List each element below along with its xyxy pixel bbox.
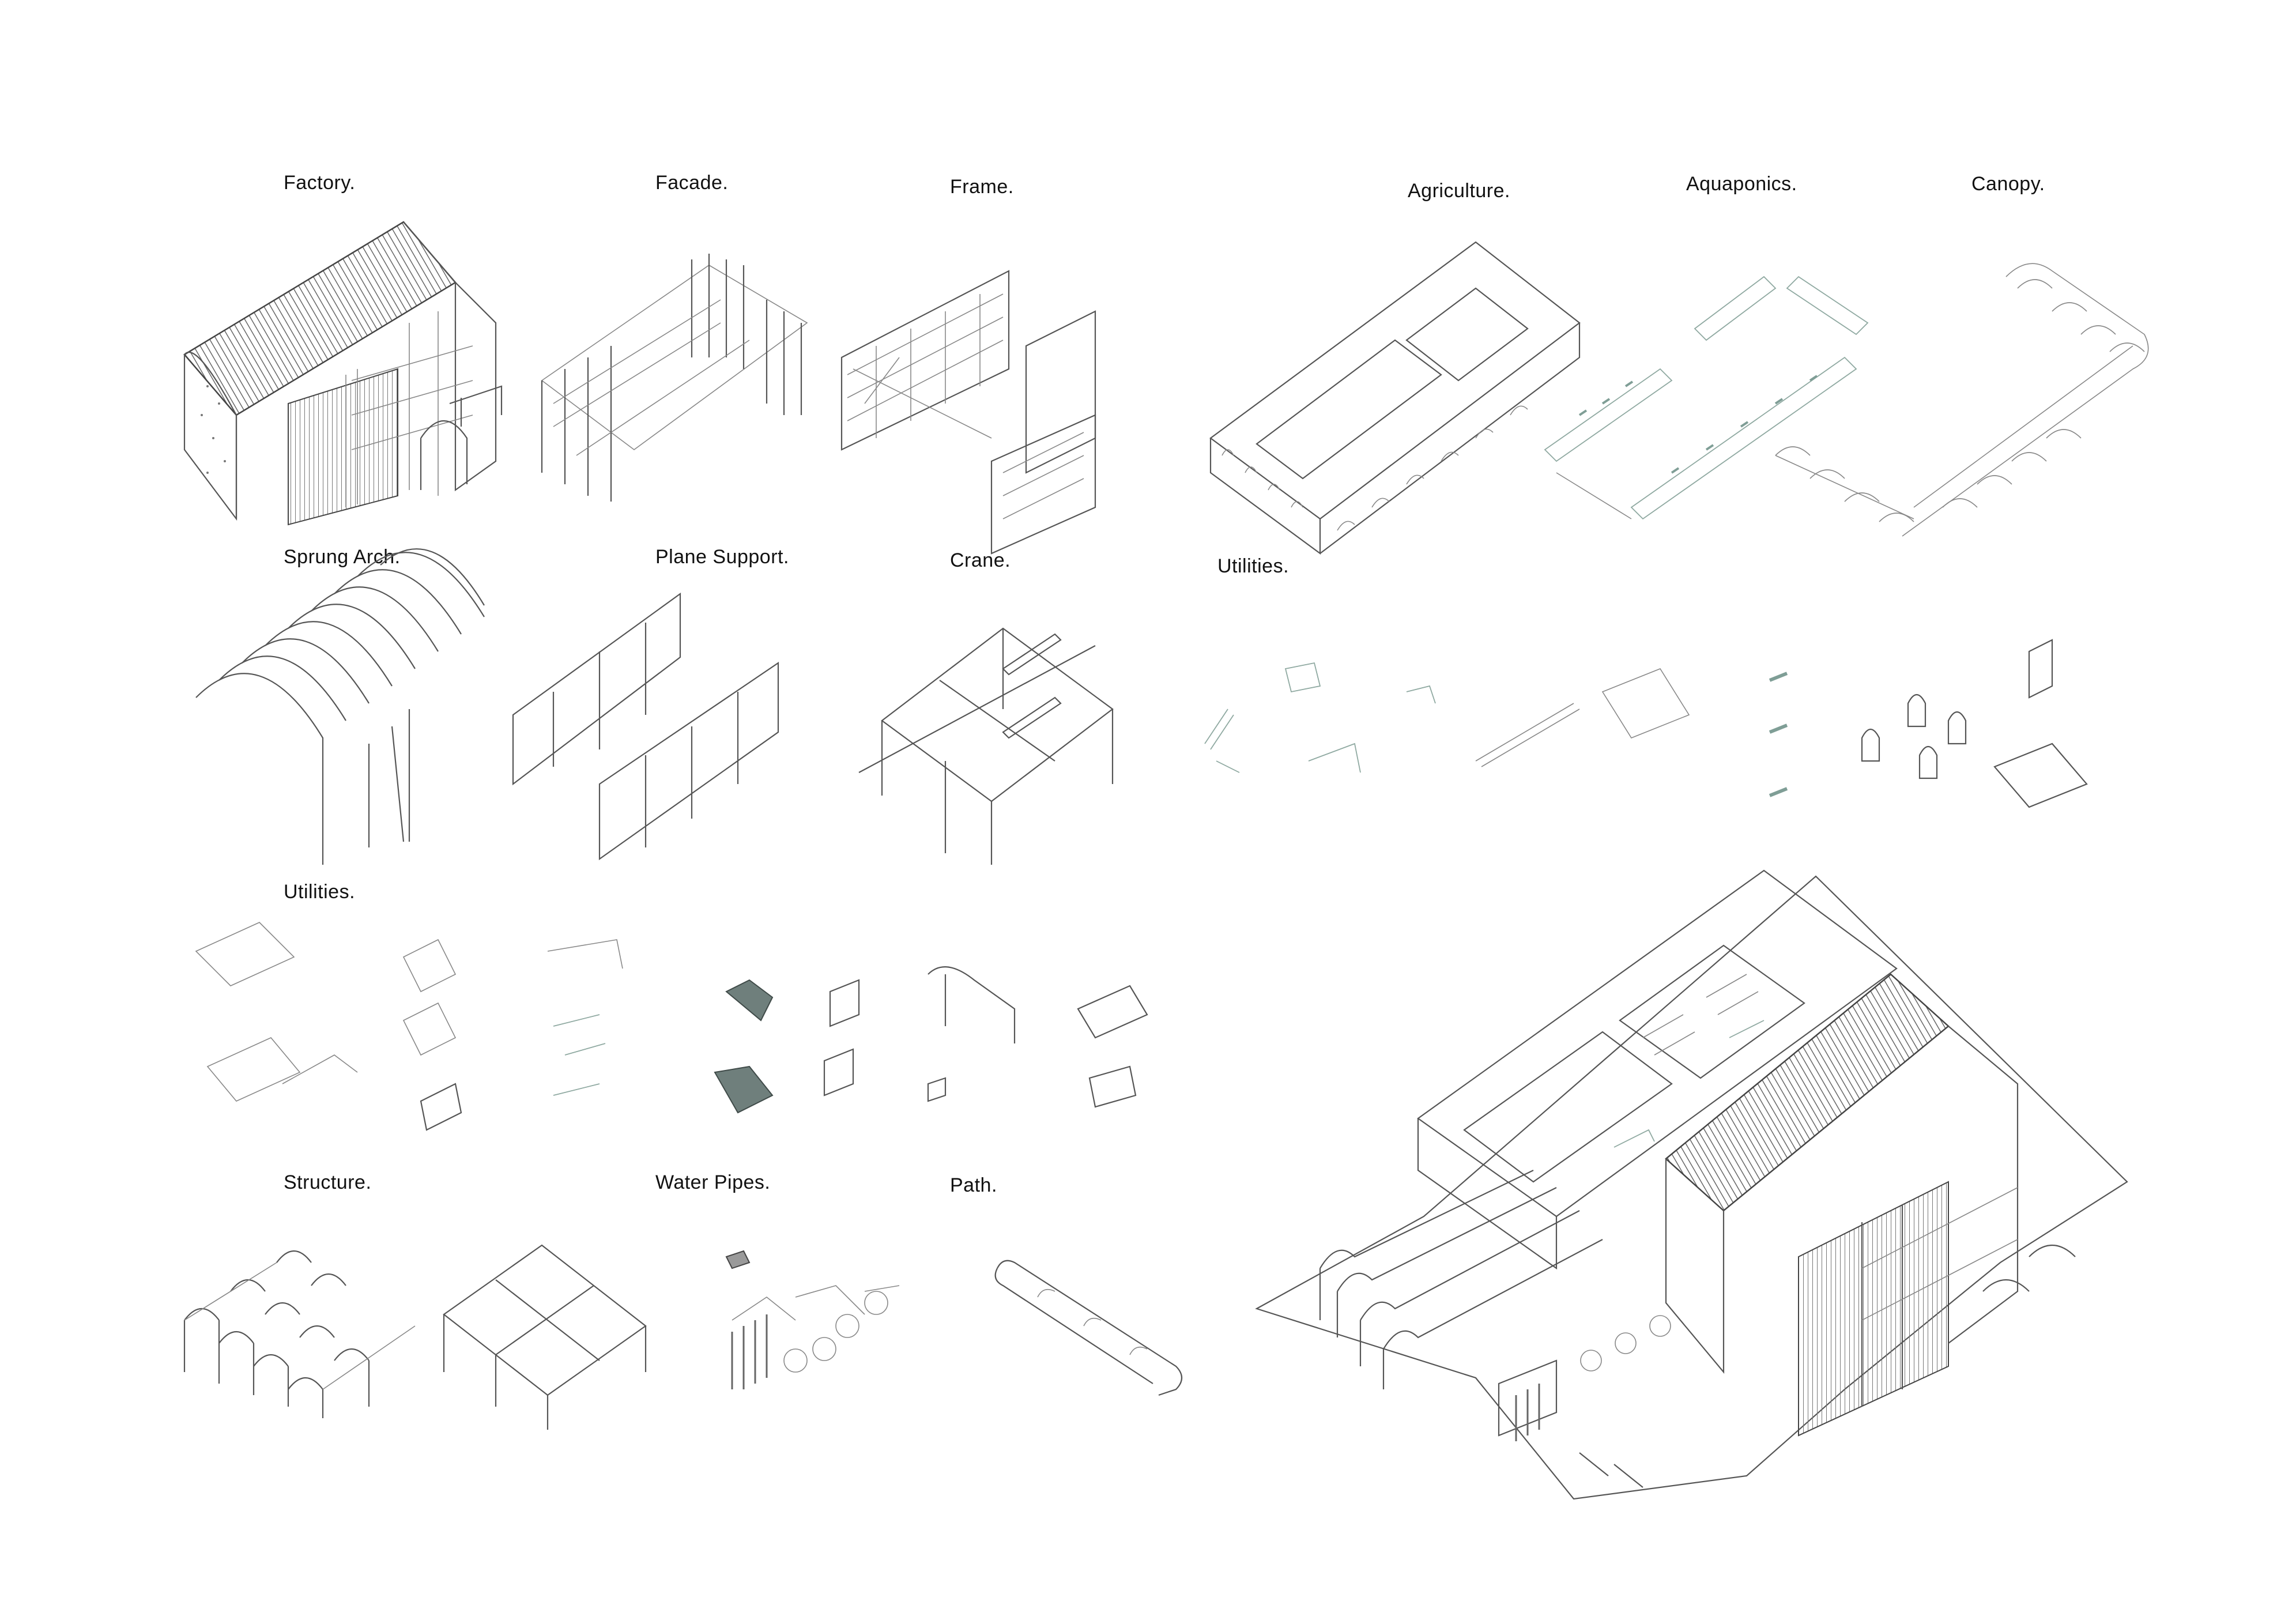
structure-drawing (183, 1244, 647, 1430)
aquaponics-drawing (1544, 276, 1869, 520)
label-crane: Crane. (950, 549, 1011, 571)
label-path: Path. (950, 1174, 997, 1196)
plane-support-drawing (512, 592, 779, 861)
crane-drawing (858, 627, 1114, 865)
factory-drawing (183, 221, 503, 526)
label-structure: Structure. (284, 1171, 372, 1193)
label-utilities-top: Utilities. (1217, 555, 1290, 577)
canopy-drawing (1775, 263, 2149, 537)
agriculture-drawing (1209, 241, 1581, 555)
path-drawing (994, 1260, 1183, 1396)
label-utilities-bottom: Utilities. (284, 881, 356, 903)
label-agriculture: Agriculture. (1408, 180, 1510, 202)
utilities-top-drawing (1204, 639, 2088, 808)
water-pipes-drawing (725, 1250, 900, 1389)
utilities-bottom-drawing (195, 922, 1148, 1131)
label-water-pipes: Water Pipes. (655, 1171, 771, 1193)
label-factory: Factory. (284, 172, 356, 194)
label-frame: Frame. (950, 176, 1014, 198)
frame-drawing (840, 270, 1096, 555)
facade-drawing (541, 254, 808, 502)
sprung-arch-drawing (195, 548, 485, 865)
label-facade: Facade. (655, 172, 729, 194)
label-plane-support: Plane Support. (655, 546, 789, 568)
main-axonometric (1255, 869, 2128, 1500)
label-aquaponics: Aquaponics. (1686, 173, 1797, 195)
label-canopy: Canopy. (1971, 173, 2045, 195)
